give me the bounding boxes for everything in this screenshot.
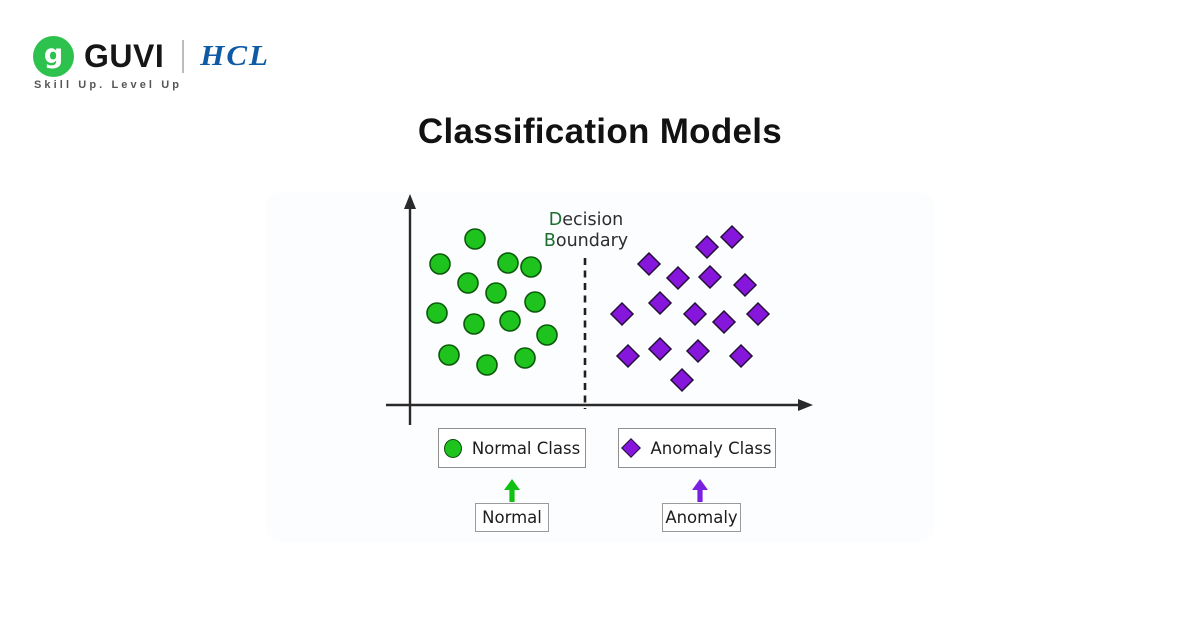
legend-anomaly-label: Anomaly Class [650, 438, 772, 458]
page-title: Classification Models [417, 112, 783, 151]
anomaly-callout-box: Anomaly [662, 503, 741, 532]
anomaly-class-diamond-icon [621, 438, 642, 458]
logo-divider [182, 39, 185, 73]
normal-callout-box: Normal [475, 503, 549, 532]
brand-tagline: Skill Up. Level Up [34, 79, 183, 91]
decision-boundary-label-line1: Decision [548, 210, 624, 230]
decision-boundary-label-line2: Boundary [543, 230, 629, 251]
guvi-logo-icon: g [33, 35, 74, 77]
legend-anomaly-class: Anomaly Class [618, 428, 776, 468]
brand-header: g GUVI HCL [33, 33, 270, 79]
hcl-wordmark: HCL [200, 39, 270, 72]
diagram-panel [265, 192, 935, 542]
legend-normal-class: Normal Class [438, 428, 586, 468]
guvi-wordmark: GUVI [84, 37, 165, 74]
decision-boundary-label: Decision Boundary [521, 210, 651, 251]
legend-normal-label: Normal Class [471, 438, 581, 458]
normal-class-circle-icon [443, 438, 462, 458]
